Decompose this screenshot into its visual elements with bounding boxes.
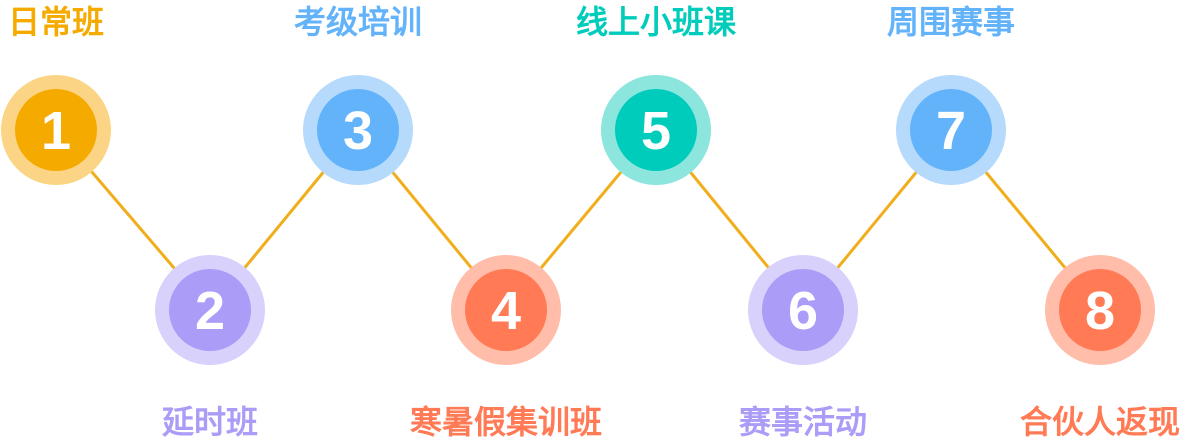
step-number: 1 [41,101,71,161]
step-label-8: 合伙人返现 [1020,403,1181,441]
step-node-3: 3 [303,75,413,185]
step-number: 5 [641,101,671,161]
step-number: 8 [1085,281,1115,341]
step-label-2: 延时班 [162,403,259,441]
step-number: 6 [788,281,818,341]
step-circle [1059,269,1141,351]
step-number: 2 [195,281,225,341]
step-label-7: 周围赛事 [887,3,1016,41]
step-node-4: 4 [451,255,561,365]
step-node-2: 2 [155,255,265,365]
step-circle [615,89,697,171]
step-label-3: 考级培训 [294,3,423,41]
step-label-5: 线上小班课 [576,3,737,41]
step-circle [465,269,547,351]
step-node-1: 1 [1,75,111,185]
step-label-1: 日常班 [8,3,105,41]
step-number: 3 [343,101,373,161]
step-node-7: 7 [896,75,1006,185]
step-label-4: 寒暑假集训班 [410,403,603,441]
step-label-6: 赛事活动 [739,403,868,441]
step-nodes: 1 2 3 4 5 6 7 8 [1,75,1155,365]
step-node-5: 5 [601,75,711,185]
step-number: 7 [936,101,966,161]
step-circle [317,89,399,171]
step-node-6: 6 [748,255,858,365]
step-circle [910,89,992,171]
step-circle [15,89,97,171]
step-number: 4 [491,281,521,341]
step-circle [169,269,251,351]
step-circle [762,269,844,351]
step-node-8: 8 [1045,255,1155,365]
